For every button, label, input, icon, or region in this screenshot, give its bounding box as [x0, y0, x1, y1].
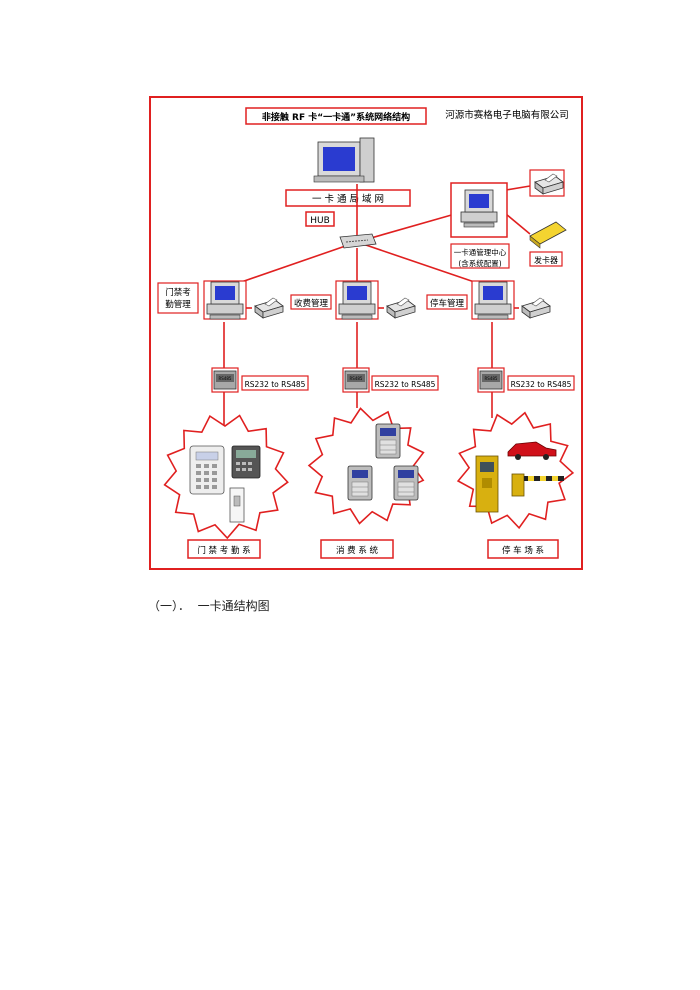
center-label-line1: 一卡通管理中心 [454, 247, 507, 257]
pos-terminal-icon [393, 465, 419, 501]
diagram-title: 非接触 RF 卡“一卡通”系统网络结构 [262, 111, 410, 123]
network-lines [223, 184, 531, 425]
lan-label: 一 卡 通 局 域 网 [312, 193, 384, 205]
center-label-box [450, 243, 510, 269]
branch-access-label-line1: 门禁考 [165, 287, 191, 298]
car-icon [507, 441, 557, 460]
branch-access-converter-label-box [241, 375, 309, 391]
hub-label: HUB [310, 216, 330, 226]
door-lock-icon [229, 487, 245, 523]
pos-terminal-icon [375, 423, 401, 459]
barrier-gate-icon [511, 473, 564, 497]
pos-terminal-icon [347, 465, 373, 501]
access-system-label: 门 禁 考 勤 系 [197, 545, 250, 556]
company-name: 河源市赛格电子电脑有限公司 [445, 109, 569, 121]
title-box [245, 107, 427, 125]
branch-consume-label-box [290, 294, 332, 310]
lan-box [285, 189, 411, 207]
access-system-label-box [187, 539, 261, 559]
parking-system-label: 停 车 场 系 [502, 545, 544, 556]
attendance-terminal-icon [231, 445, 261, 479]
consume-system-label: 消 费 系 统 [336, 545, 379, 556]
card-issuer-icon [529, 221, 567, 249]
access-converter-chip: RS485 [219, 376, 232, 381]
consume-computer-icon [338, 281, 376, 320]
consume-converter-chip: RS485 [350, 376, 363, 381]
server-computer [313, 137, 375, 183]
branch-consume-converter-label-box [371, 375, 439, 391]
parking-computer-icon [474, 281, 512, 320]
access-converter-label: RS232 to RS485 [245, 380, 306, 389]
card-issuer-box [529, 251, 563, 267]
access-keypad-reader-icon [189, 445, 225, 495]
hub-box [305, 211, 335, 227]
branch-access-label-line2: 勤管理 [165, 299, 191, 310]
figure-caption: （一）． 一卡通结构图 [148, 599, 270, 613]
parking-system-label-box [487, 539, 559, 559]
card-issuer-label: 发卡器 [534, 255, 558, 265]
access-computer-icon [206, 281, 244, 320]
parking-converter-chip: RS485 [485, 376, 498, 381]
branch-parking-label-box [426, 294, 468, 310]
hub-device [339, 233, 377, 249]
consume-converter-label: RS232 to RS485 [375, 380, 436, 389]
management-computer [460, 189, 498, 228]
consume-system-label-box [320, 539, 394, 559]
branch-consume-label: 收费管理 [294, 298, 329, 309]
parking-converter-label: RS232 to RS485 [511, 380, 572, 389]
branch-parking-converter-label-box [507, 375, 575, 391]
branch-access-label-box [157, 282, 199, 314]
parking-booth-icon [475, 455, 499, 513]
branch-parking-label: 停车管理 [430, 298, 465, 309]
center-label-line2: (含系统配置) [458, 258, 501, 268]
